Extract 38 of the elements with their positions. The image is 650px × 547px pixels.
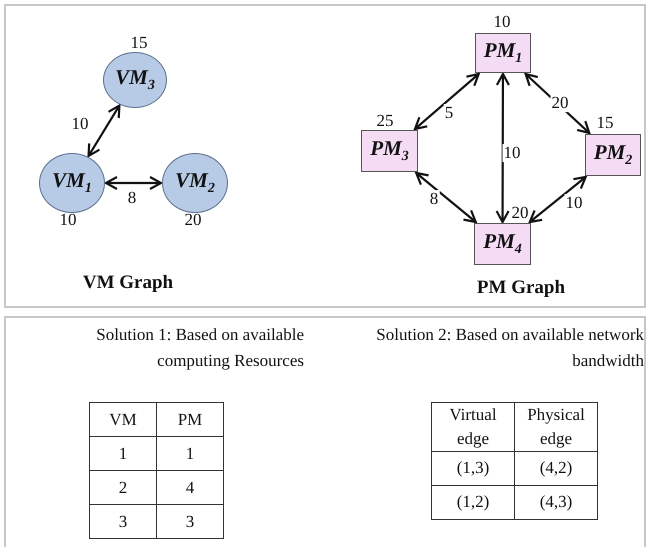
double-arrow: [87, 104, 120, 158]
graph-title: VM Graph: [82, 272, 174, 294]
double-arrow: [104, 176, 162, 190]
double-arrow: [528, 176, 587, 224]
table-cell: (4,2): [514, 451, 598, 486]
node-weight: 20: [512, 203, 528, 223]
table-cell: 1: [156, 436, 224, 470]
node-weight: 25: [376, 111, 394, 131]
node-weight: 10: [494, 12, 510, 32]
table-cell: 3: [90, 504, 156, 538]
node-weight: 15: [596, 113, 614, 133]
double-arrow: [415, 172, 477, 224]
table-header-cell: Physical edge: [514, 402, 598, 452]
pm-node: PM$_{3}$: [361, 130, 418, 172]
node-weight: 15: [130, 33, 148, 53]
pm-node: PM$_{2}$: [585, 134, 641, 176]
table-cell: 2: [90, 470, 156, 504]
table-cell: 1: [90, 436, 156, 470]
table-cell: (1,2): [432, 485, 514, 520]
table-header-cell: PM: [156, 402, 224, 436]
table-cell: (1,3): [432, 451, 514, 486]
table-cell: 3: [156, 504, 224, 538]
solution-text: Solution 2: Based on available network bandwidth: [375, 324, 644, 372]
graph-title: PM Graph: [476, 277, 566, 299]
node-weight: 10: [60, 210, 76, 230]
pm-node: PM$_{4}$: [474, 223, 531, 265]
table-cell: 4: [156, 470, 224, 504]
table-cell: (4,3): [514, 485, 598, 520]
pm-node: PM$_{1}$: [475, 33, 531, 73]
node-weight: 20: [184, 210, 202, 230]
double-arrow: [495, 72, 510, 224]
solution-text: Solution 1: Based on available computing Resources: [95, 324, 304, 372]
double-arrow: [414, 72, 480, 130]
edge-label: 10: [502, 144, 522, 162]
table-header-cell: VM: [90, 402, 156, 436]
edge-label: 20: [550, 94, 570, 112]
table-header-cell: Virtual edge: [432, 402, 514, 452]
double-arrow: [524, 72, 590, 134]
